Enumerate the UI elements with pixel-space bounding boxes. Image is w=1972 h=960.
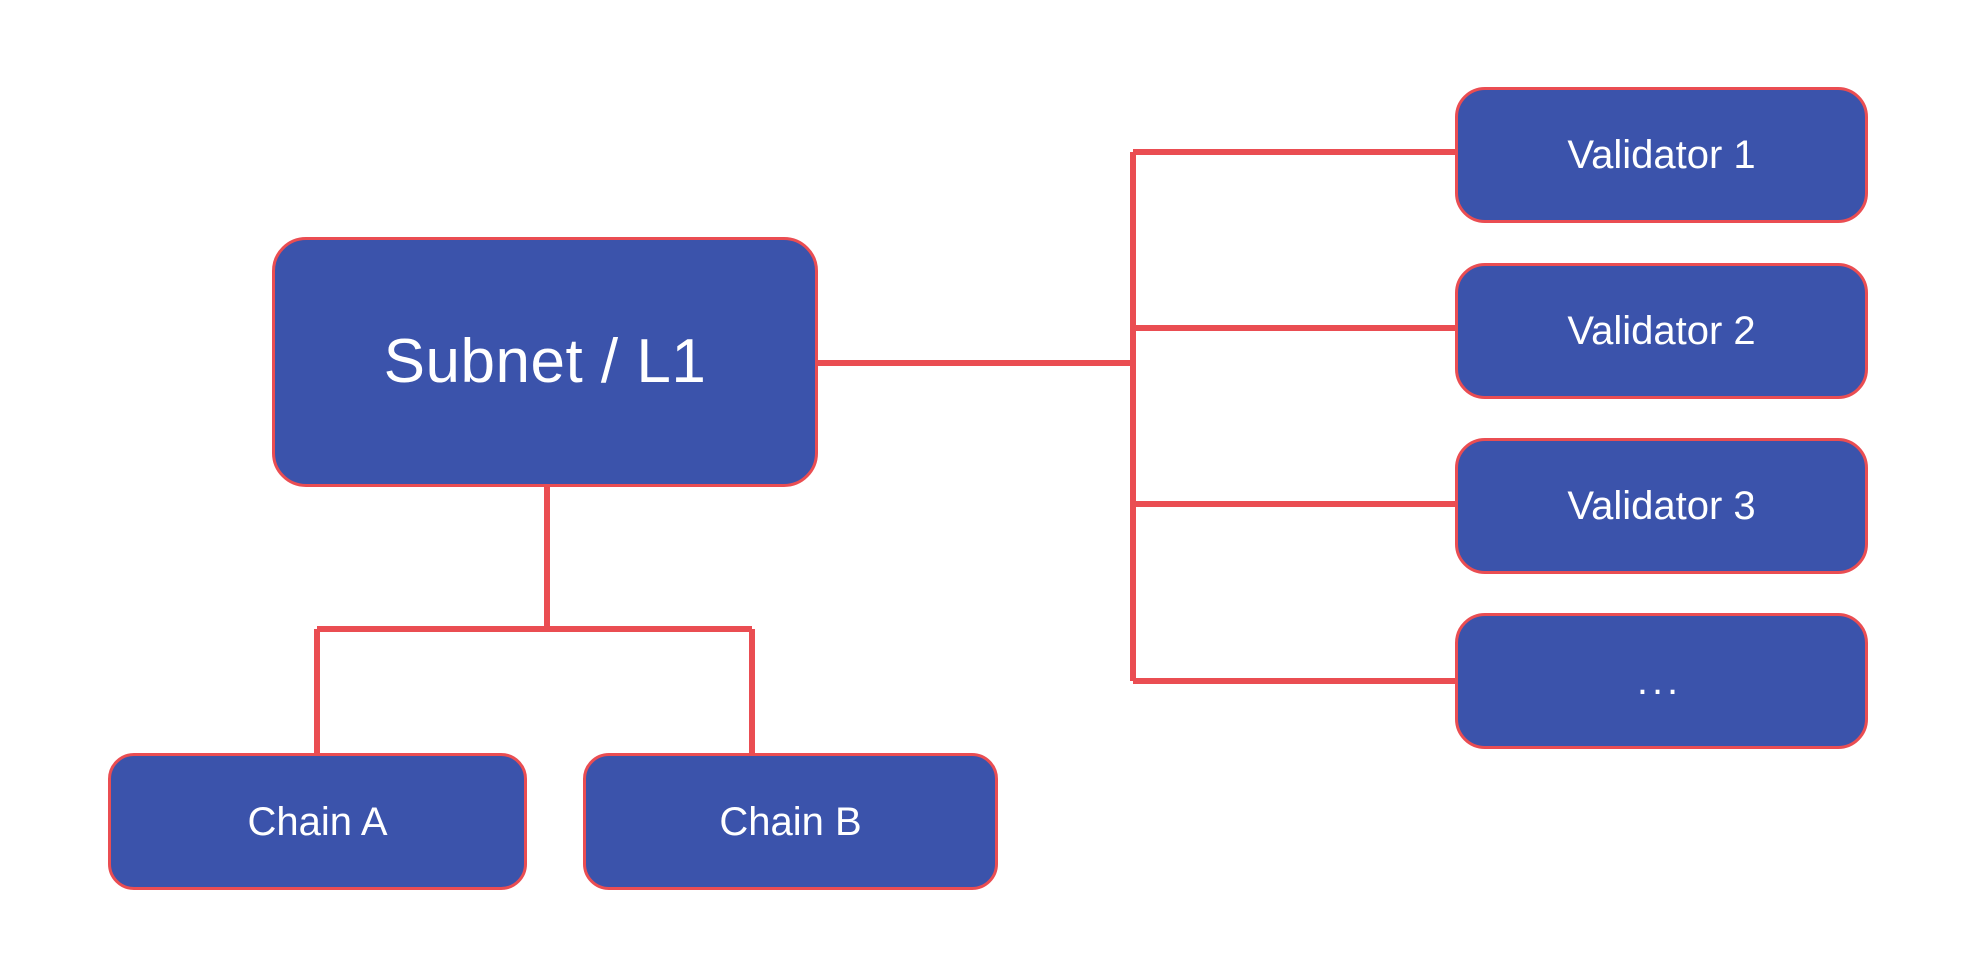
node-validator-1[interactable]: Validator 1	[1455, 87, 1868, 223]
node-subnet-l1[interactable]: Subnet / L1	[272, 237, 818, 487]
node-validator-1-label: Validator 1	[1567, 133, 1756, 177]
node-validator-2[interactable]: Validator 2	[1455, 263, 1868, 399]
node-chain-b[interactable]: Chain B	[583, 753, 998, 890]
node-subnet-l1-label: Subnet / L1	[383, 326, 707, 396]
node-validator-2-label: Validator 2	[1567, 309, 1756, 353]
node-chain-a[interactable]: Chain A	[108, 753, 527, 890]
node-validator-more-label: ...	[1636, 659, 1683, 703]
node-validator-more[interactable]: ...	[1455, 613, 1868, 749]
node-chain-b-label: Chain B	[719, 799, 862, 844]
node-chain-a-label: Chain A	[247, 799, 388, 844]
node-validator-3[interactable]: Validator 3	[1455, 438, 1868, 574]
node-validator-3-label: Validator 3	[1567, 484, 1756, 528]
